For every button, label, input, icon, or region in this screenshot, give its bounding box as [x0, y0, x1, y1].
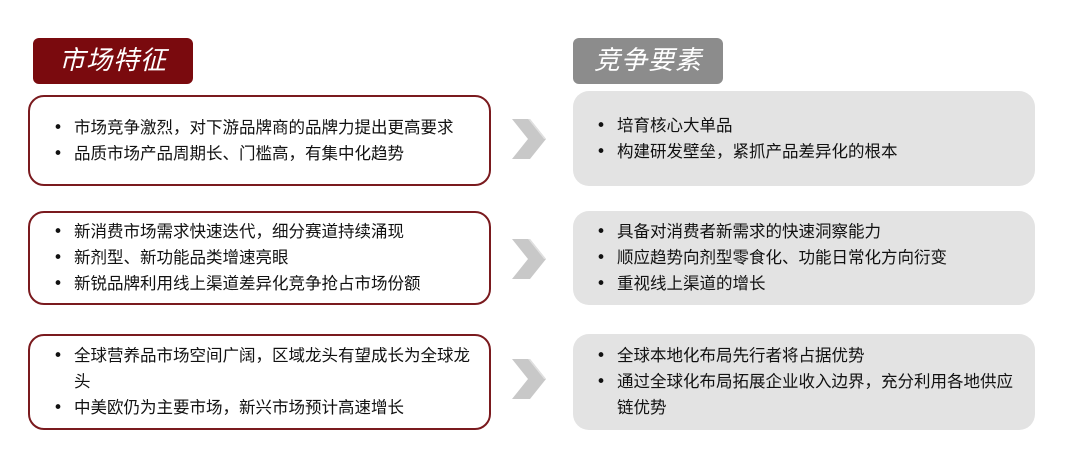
bullet-icon: •	[596, 346, 606, 365]
list-item-text: 新剂型、新功能品类增速亮眼	[74, 248, 289, 267]
list-item: • 通过全球化布局拓展企业收入边界，充分利用各地供应链优势	[595, 369, 1021, 421]
list-item: • 新剂型、新功能品类增速亮眼	[52, 245, 475, 271]
list-item: • 重视线上渠道的增长	[595, 271, 1021, 297]
competitive-factors-header: 竞争要素	[573, 38, 723, 84]
competitive-factors-box-3: • 全球本地化布局先行者将占据优势 • 通过全球化布局拓展企业收入边界，充分利用各地…	[573, 334, 1035, 430]
list-item: • 中美欧仍为主要市场，新兴市场预计高速增长	[52, 395, 475, 421]
list-item-text: 市场竞争激烈，对下游品牌商的品牌力提出更高要求	[74, 117, 454, 137]
list-item-text: 顺应趋势向剂型零食化、功能日常化方向衍变	[617, 248, 947, 267]
list-item-text: 具备对消费者新需求的快速洞察能力	[617, 222, 881, 241]
competitive-factors-box-2: •具备对消费者新需求的快速洞察能力 •顺应趋势向剂型零食化、功能日常化方向衍变 …	[573, 211, 1035, 305]
list-item: • 具备对消费者新需求的快速洞察能力	[595, 219, 1021, 245]
list-item-text: 新锐品牌利用线上渠道差异化竞争抢占市场份额	[74, 274, 421, 293]
list-item: • 品质市场产品周期长、门槛高，有集中化趋势	[52, 141, 475, 167]
list-item: • 构建研发壁垒，紧抓产品差异化的根本	[595, 139, 1021, 165]
list-item-text: 中美欧仍为主要市场，新兴市场预计高速增长	[74, 398, 404, 417]
bullet-icon: •	[53, 398, 63, 417]
bullet-icon: •	[596, 274, 606, 293]
competitive-factors-box-1: • 培育核心大单品 • 构建研发壁垒，紧抓产品差异化的根本	[573, 91, 1035, 186]
list-item-text: 新消费市场需求快速迭代，细分赛道持续涌现	[74, 222, 404, 241]
market-features-box-1: • 市场竞争激烈，对下游品牌商的品牌力提出更高要求 • 品质市场产品周期长、门槛高，…	[28, 95, 491, 186]
list-item-text: 全球本地化布局先行者将占据优势	[617, 346, 865, 365]
bullet-icon: •	[53, 248, 63, 267]
bullet-icon: •	[596, 115, 606, 135]
chevron-right-icon	[512, 119, 546, 159]
bullet-icon: •	[596, 141, 606, 161]
list-item: • 全球营养品市场空间广阔，区域龙头有望成长为全球龙头	[52, 343, 475, 395]
bullet-icon: •	[53, 222, 63, 241]
chevron-right-icon	[512, 239, 546, 279]
list-item: • 全球本地化布局先行者将占据优势	[595, 343, 1021, 369]
chevron-right-icon	[512, 359, 546, 399]
list-item-text: 全球营养品市场空间广阔，区域龙头有望成长为全球龙头	[74, 346, 470, 391]
list-item: • 新消费市场需求快速迭代，细分赛道持续涌现	[52, 219, 475, 245]
market-features-box-3: • 全球营养品市场空间广阔，区域龙头有望成长为全球龙头 • 中美欧仍为主要市场，新兴…	[28, 334, 491, 430]
bullet-icon: •	[596, 372, 606, 391]
list-item-text: 构建研发壁垒，紧抓产品差异化的根本	[617, 141, 898, 161]
bullet-icon: •	[53, 143, 63, 163]
bullet-icon: •	[53, 346, 63, 365]
market-features-header: 市场特征	[33, 38, 193, 84]
bullet-icon: •	[53, 274, 63, 293]
list-item: • 市场竞争激烈，对下游品牌商的品牌力提出更高要求	[52, 115, 475, 141]
bullet-icon: •	[596, 248, 606, 267]
list-item: • 培育核心大单品	[595, 113, 1021, 139]
list-item-text: 通过全球化布局拓展企业收入边界，充分利用各地供应链优势	[617, 372, 1013, 417]
list-item-text: 品质市场产品周期长、门槛高，有集中化趋势	[74, 143, 404, 163]
bullet-icon: •	[53, 117, 63, 137]
list-item-text: 培育核心大单品	[617, 115, 733, 135]
market-features-box-2: • 新消费市场需求快速迭代，细分赛道持续涌现 • 新剂型、新功能品类增速亮眼 • 新锐…	[28, 211, 491, 305]
bullet-icon: •	[596, 222, 606, 241]
list-item-text: 重视线上渠道的增长	[617, 274, 766, 293]
list-item: • 新锐品牌利用线上渠道差异化竞争抢占市场份额	[52, 271, 475, 297]
list-item: • 顺应趋势向剂型零食化、功能日常化方向衍变	[595, 245, 1021, 271]
